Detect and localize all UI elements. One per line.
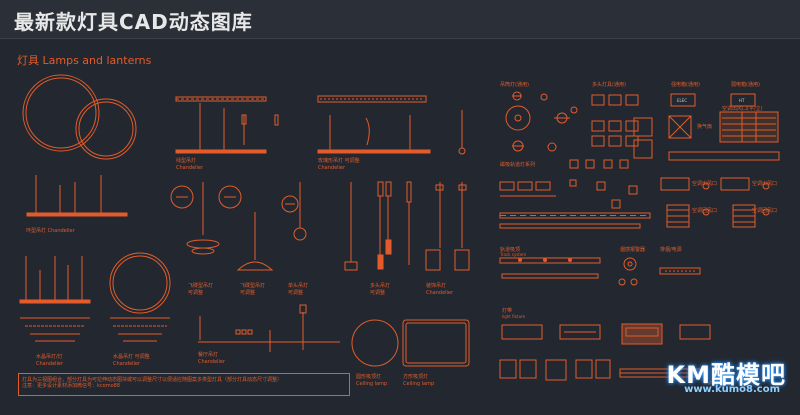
label-ac-vent: 空调出风口(平/立) <box>722 105 763 112</box>
downlight-icon <box>505 91 578 152</box>
label-lamp-set: 灯带 <box>502 307 512 314</box>
label-rail: 轨道吸顶 <box>500 246 520 253</box>
label-ceiling-1a: 圆形吸顶灯 <box>356 373 381 380</box>
suspended-linear-icon <box>26 175 128 217</box>
label-exhaust: 换气扇 <box>697 123 712 130</box>
note-box <box>18 373 350 396</box>
ac-vent-icon <box>660 177 770 228</box>
ufo-pendant-icon <box>170 182 274 271</box>
watermark-url: www.kumo8.com <box>684 384 780 395</box>
bar-pendant-icon <box>198 304 340 352</box>
label-rail-en: Track system <box>499 252 526 257</box>
label-exit: 排烟/电源 <box>660 246 682 253</box>
label-ceiling-2a: 方形吸顶灯 <box>403 373 428 380</box>
label-elec-panel: 强电箱(通用) <box>671 81 700 88</box>
ceiling-lamp-icon <box>351 319 470 367</box>
label-pendant-2b: 可调整 <box>240 289 255 296</box>
spotlight-grid-icon <box>591 94 653 159</box>
electric-panel-icon <box>668 93 780 161</box>
pendant-group-icon <box>281 181 470 271</box>
light-fixture-set-icon <box>499 323 711 381</box>
label-pendant-1b: 可调整 <box>188 289 203 296</box>
label-pendant-2a: 飞碟型吊灯 <box>240 282 265 289</box>
label-smoke: 烟感报警器 <box>620 246 645 253</box>
label-ext-light: Light fixture <box>704 380 729 385</box>
cad-drawing-canvas: 环型吊灯 Chandelier 线型吊灯 Chandelier 玫瑰形吊灯 可调… <box>19 74 780 387</box>
label-cascade-1b: Chandelier <box>36 361 64 367</box>
label-lamp-set-en: light fixture <box>502 314 526 319</box>
label-ring-chandelier: 环型吊灯 Chandelier <box>26 227 76 234</box>
title-bar: 最新款灯具CAD动态图库 <box>0 0 800 39</box>
linear-chandelier-icon <box>175 96 279 154</box>
label-linear-2b: Chandelier <box>318 165 346 171</box>
label-ac-out-2: 空调出风口 <box>752 180 777 187</box>
label-elec: ELEC <box>677 98 687 103</box>
label-bar-pendant-b: Chandelier <box>198 359 226 365</box>
label-pendant-1a: 飞碟型吊灯 <box>188 282 213 289</box>
label-ac-in-2: 空调回风口 <box>752 207 777 214</box>
label-cascade-2b: Chandelier <box>113 361 141 367</box>
label-linear-1a: 线型吊灯 <box>176 157 196 164</box>
label-pendant-3b: 可调整 <box>288 289 303 296</box>
label-ceiling-2b: Ceiling lamp <box>403 381 434 387</box>
label-ceiling-1b: Ceiling lamp <box>356 381 387 387</box>
cascade-ring-chandelier-icon <box>109 252 171 342</box>
watermark-logo: KM酷模吧 <box>666 361 786 389</box>
footer-note-1: 灯具为三视图组合，部分灯具为可拉伸动态图块或可以调整尺寸以便适应随图案多类型灯具… <box>22 377 283 383</box>
label-pendant-5b: Chandelier <box>426 290 454 296</box>
label-cascade-1a: 水晶吊灯/灯 <box>36 353 63 360</box>
label-pendant-4b: 可调整 <box>370 289 385 296</box>
label-weak-panel: 弱电箱(通用) <box>731 81 760 88</box>
label-cascade-2a: 水晶吊灯 可调整 <box>113 353 150 360</box>
rail-system-icon <box>499 257 701 286</box>
page-title: 最新款灯具CAD动态图库 <box>14 10 253 34</box>
footer-note: 灯具为三视图组合，部分灯具为可拉伸动态图块或可以调整尺寸以便适应随图案多类型灯具… <box>22 377 342 389</box>
label-ac-in-1: 空调回风口 <box>692 207 717 214</box>
label-pendant-3a: 单头吊灯 <box>288 282 308 289</box>
label-linear-2a: 玫瑰形吊灯 可调整 <box>318 157 360 164</box>
label-bar-pendant-a: 餐厅吊灯 <box>198 351 218 358</box>
linear-chandelier-2-icon <box>317 95 466 155</box>
label-pendant-4a: 多头吊灯 <box>370 282 390 289</box>
footer-note-2: 注意：更多设计素材添加微信号：kcomo88 <box>22 383 120 389</box>
label-ht: HT <box>739 98 745 103</box>
label-linear-1b: Chandelier <box>176 165 204 171</box>
track-light-icon <box>499 159 651 229</box>
label-downlight: 吊筒灯(通用) <box>500 81 529 88</box>
label-spotlight: 多头灯具(通用) <box>592 81 626 88</box>
cascade-chandelier-icon <box>19 256 91 342</box>
label-track: 磁吸轨道灯系列 <box>500 161 535 168</box>
label-ac-out-1: 空调出风口 <box>692 180 717 187</box>
section-title: 灯具 Lamps and lanterns <box>17 54 152 67</box>
cad-labels: 环型吊灯 Chandelier 线型吊灯 Chandelier 玫瑰形吊灯 可调… <box>26 81 777 387</box>
label-pendant-5a: 装饰吊灯 <box>426 282 446 289</box>
ring-chandelier-icon <box>22 74 137 160</box>
